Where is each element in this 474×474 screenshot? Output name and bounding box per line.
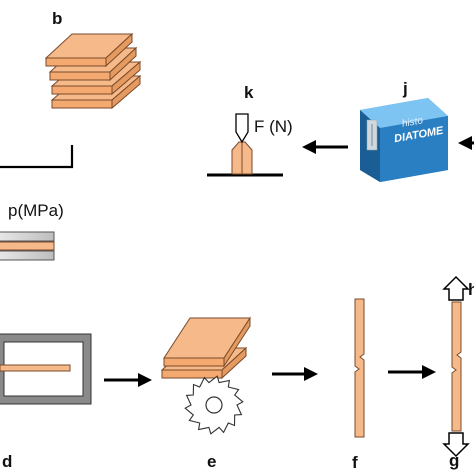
tensile-bar-g [442, 275, 470, 458]
indentation-test-k [207, 113, 283, 177]
panel-label-h-partial: h [468, 280, 474, 299]
arrow-up-open-icon [442, 275, 470, 301]
diatome-knife-box-j [360, 98, 448, 182]
panel-label-k: k [244, 83, 254, 102]
saw-plate-upper [163, 316, 251, 368]
cutting-setup-e [160, 316, 251, 435]
panel-label-d: d [2, 452, 13, 471]
panel-label-e: e [207, 452, 217, 471]
panel-label-j: j [403, 79, 408, 98]
arrow-f-to-g [388, 365, 436, 379]
plate-top [44, 32, 134, 68]
arrow-down-open-icon [442, 432, 470, 458]
arrow-j-to-k [302, 140, 348, 154]
mold-frame-d [0, 333, 92, 405]
panel-label-f: f [352, 453, 358, 472]
bracket-line [0, 145, 74, 169]
saw-blade-icon [184, 375, 244, 435]
panel-label-b: b [52, 9, 63, 28]
panel-label-g: g [449, 451, 460, 470]
force-annotation: F (N) [254, 117, 293, 136]
arrow-d-to-e [104, 373, 152, 387]
arrow-e-to-f [272, 367, 318, 381]
stacked-plates-b [44, 32, 142, 110]
notched-bar-f [354, 298, 365, 438]
arrow-into-j [458, 136, 474, 150]
pressed-plate-stack [0, 231, 55, 261]
pressure-annotation: p(MPa) [8, 201, 64, 220]
